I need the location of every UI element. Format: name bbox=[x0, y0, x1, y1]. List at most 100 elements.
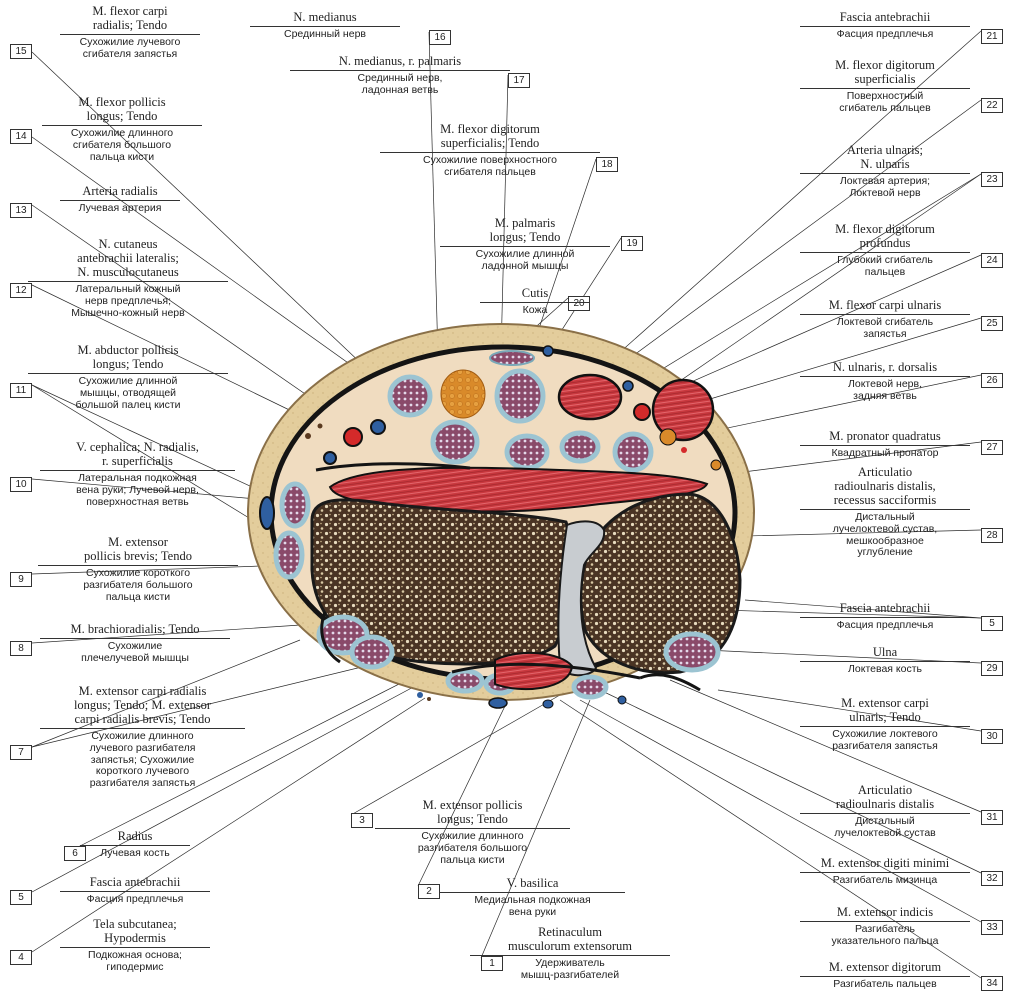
anatomy-label: N. cutaneusantebrachii lateralis;N. musc… bbox=[28, 237, 228, 319]
russian-name: Локтевой нерв, bbox=[800, 379, 970, 391]
flexor-muscle bbox=[559, 375, 621, 419]
russian-name: разгибателя большого bbox=[375, 843, 570, 855]
russian-name: ладонной мышцы bbox=[440, 261, 610, 273]
anatomy-label: M. brachioradialis; TendoСухожилиеплечел… bbox=[40, 622, 230, 665]
latin-name: M. extensor indicis bbox=[800, 905, 970, 919]
label-separator bbox=[440, 246, 610, 247]
latin-name: Fascia antebrachii bbox=[60, 875, 210, 889]
russian-name: Сухожилие короткого bbox=[38, 568, 238, 580]
fat-lobule bbox=[441, 370, 485, 418]
latin-name: M. palmaris bbox=[440, 216, 610, 230]
label-separator bbox=[800, 617, 970, 618]
latin-name: M. flexor carpi ulnaris bbox=[800, 298, 970, 312]
anatomy-label: V. cephalica; N. radialis,r. superficial… bbox=[40, 440, 235, 508]
latin-name: radialis; Tendo bbox=[60, 18, 200, 32]
palmar-tendon bbox=[490, 351, 534, 365]
latin-name: Hypodermis bbox=[60, 931, 210, 945]
latin-name: pollicis brevis; Tendo bbox=[38, 549, 238, 563]
label-number-box: 13 bbox=[10, 203, 32, 218]
latin-name: profundus bbox=[800, 236, 970, 250]
label-number-box: 17 bbox=[508, 73, 530, 88]
latin-name: M. flexor digitorum bbox=[800, 222, 970, 236]
russian-name: большой палец кисти bbox=[28, 400, 228, 412]
label-number-box: 25 bbox=[981, 316, 1003, 331]
latin-name: antebrachii lateralis; bbox=[28, 251, 228, 265]
russian-name: Разгибатель пальцев bbox=[800, 979, 970, 991]
latin-name: radioulnaris distalis, bbox=[800, 479, 970, 493]
latin-name: Arteria radialis bbox=[60, 184, 180, 198]
latin-name: M. flexor digitorum bbox=[800, 58, 970, 72]
latin-name: Cutis bbox=[480, 286, 590, 300]
russian-name: Дистальный bbox=[800, 816, 970, 828]
russian-name: Сухожилие длинного bbox=[375, 831, 570, 843]
russian-name: углубление bbox=[800, 547, 970, 559]
anatomy-label: M. extensor carpi radialislongus; Tendo;… bbox=[40, 684, 245, 790]
russian-name: лучелоктевой сустав, bbox=[800, 524, 970, 536]
label-number-box: 31 bbox=[981, 810, 1003, 825]
russian-name: Латеральная подкожная bbox=[40, 473, 235, 485]
russian-name: Квадратный пронатор bbox=[800, 448, 970, 460]
vessel-dot bbox=[417, 692, 423, 698]
russian-name: Фасция предплечья bbox=[60, 894, 210, 906]
vessel-dot bbox=[681, 447, 687, 453]
anatomy-label: CutisКожа bbox=[480, 286, 590, 317]
label-separator bbox=[440, 892, 625, 893]
label-number-box: 5 bbox=[981, 616, 1003, 631]
latin-name: longus; Tendo bbox=[440, 230, 610, 244]
ulnar-artery bbox=[634, 404, 650, 420]
label-number-box: 2 bbox=[418, 884, 440, 899]
russian-name: задняя ветвь bbox=[800, 391, 970, 403]
label-number-box: 16 bbox=[429, 30, 451, 45]
fascial-septum bbox=[640, 675, 700, 690]
label-number-box: 3 bbox=[351, 813, 373, 828]
latin-name: Arteria ulnaris; bbox=[800, 143, 970, 157]
label-number-box: 33 bbox=[981, 920, 1003, 935]
label-number-box: 14 bbox=[10, 129, 32, 144]
latin-name: superficialis; Tendo bbox=[380, 136, 600, 150]
latin-name: radioulnaris distalis bbox=[800, 797, 970, 811]
artery bbox=[344, 428, 362, 446]
flexor-tendon bbox=[390, 377, 430, 415]
label-number-box: 5 bbox=[10, 890, 32, 905]
latin-name: V. basilica bbox=[440, 876, 625, 890]
russian-name: сгибателя запястья bbox=[60, 49, 200, 61]
russian-name: Сухожилие длинного bbox=[40, 731, 245, 743]
vessel-dot bbox=[543, 346, 553, 356]
label-separator bbox=[800, 26, 970, 27]
label-separator bbox=[40, 470, 235, 471]
label-separator bbox=[800, 976, 970, 977]
latin-name: M. flexor pollicis bbox=[42, 95, 202, 109]
label-separator bbox=[800, 661, 970, 662]
russian-name: Локтевая кость bbox=[800, 664, 970, 676]
fat-spot bbox=[711, 460, 721, 470]
vessel-dot bbox=[427, 697, 431, 701]
label-separator bbox=[42, 125, 202, 126]
anatomy-label: M. extensor digiti minimiРазгибатель миз… bbox=[800, 856, 970, 887]
russian-name: Локтевая артерия; bbox=[800, 176, 970, 188]
anatomy-label: Articulatioradioulnaris distalis,recessu… bbox=[800, 465, 970, 559]
latin-name: M. extensor pollicis bbox=[375, 798, 570, 812]
label-number-box: 9 bbox=[10, 572, 32, 587]
latin-name: M. extensor carpi bbox=[800, 696, 970, 710]
russian-name: плечелучевой мышцы bbox=[40, 653, 230, 665]
label-separator bbox=[480, 302, 590, 303]
russian-name: запястья bbox=[800, 329, 970, 341]
latin-name: Tela subcutanea; bbox=[60, 917, 210, 931]
russian-name: разгибателя большого bbox=[38, 580, 238, 592]
russian-name: Локтевой нерв bbox=[800, 188, 970, 200]
flexor-tendon bbox=[615, 434, 651, 470]
russian-name: разгибателя запястья bbox=[800, 741, 970, 753]
latin-name: N. medianus, r. palmaris bbox=[290, 54, 510, 68]
label-separator bbox=[40, 638, 230, 639]
extensor-tendon bbox=[448, 671, 482, 691]
label-separator bbox=[800, 376, 970, 377]
latin-name: longus; Tendo bbox=[28, 357, 228, 371]
cephalic-vein bbox=[260, 497, 274, 529]
extensor-tendon bbox=[282, 484, 308, 526]
latin-name: Articulatio bbox=[800, 465, 970, 479]
